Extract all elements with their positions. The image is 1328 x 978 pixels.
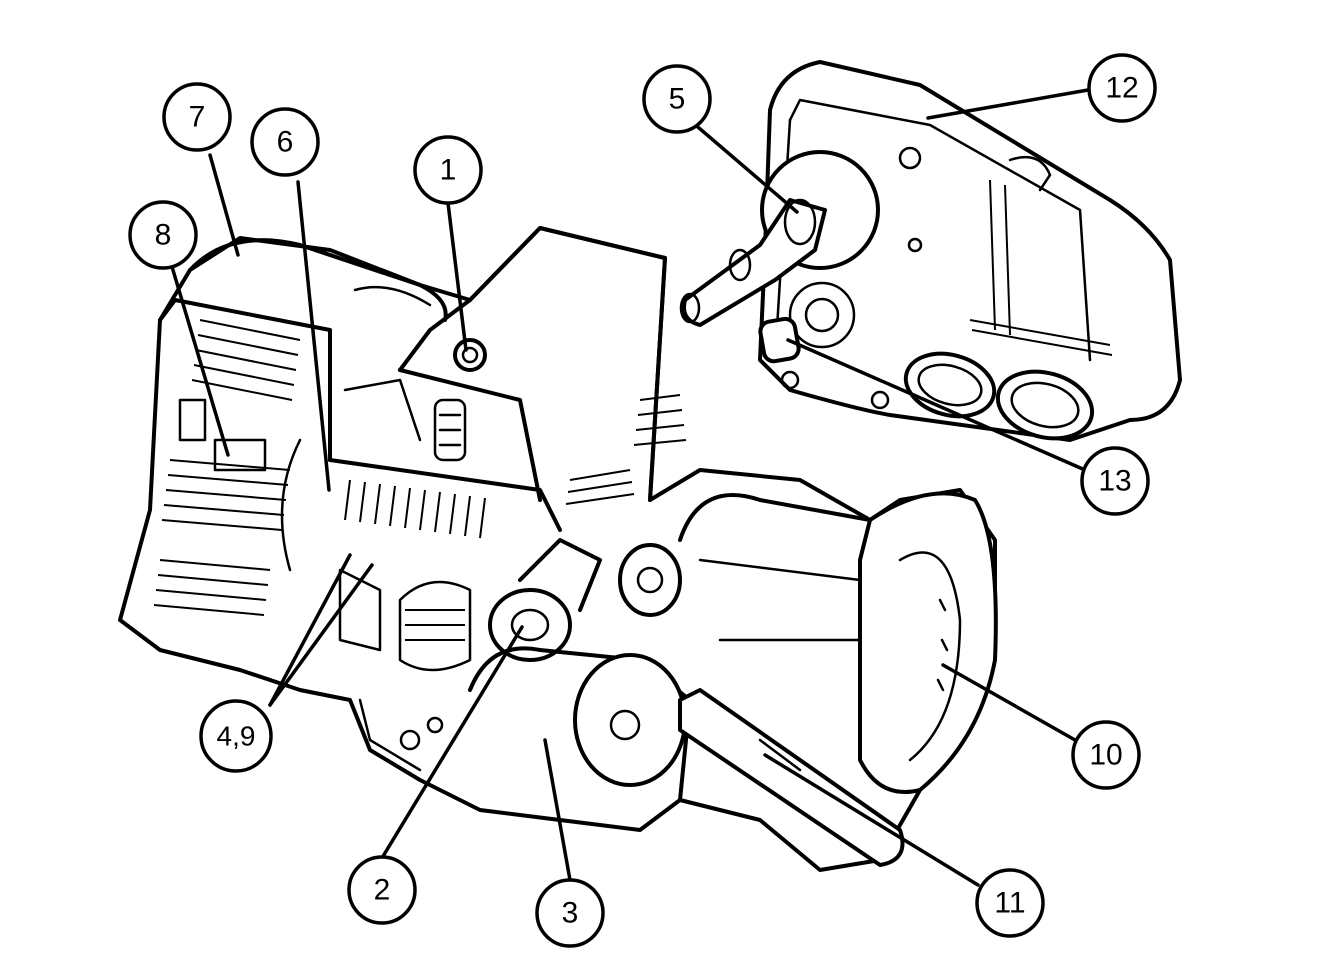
leader-3: [543, 738, 572, 882]
leader-11: [763, 753, 980, 887]
callout-7: 7: [162, 82, 232, 152]
callout-6: 6: [250, 107, 320, 177]
leader-12: [926, 88, 1090, 120]
shaft: [679, 198, 827, 327]
callout-11-label: 11: [994, 887, 1025, 920]
callout-6-label: 6: [277, 126, 294, 159]
callout-4-9: 4,9: [199, 699, 273, 773]
callout-10: 10: [1071, 720, 1141, 790]
motor-housing: [158, 238, 448, 572]
output-flange: [618, 491, 998, 794]
leader-lines: [168, 88, 1090, 887]
callout-8-label: 8: [155, 219, 172, 252]
callout-1-label: 1: [440, 154, 457, 187]
callout-3-label: 3: [562, 897, 579, 930]
callout-12-label: 12: [1105, 72, 1138, 105]
callout-8: 8: [128, 200, 198, 270]
locating-pin: [758, 316, 801, 364]
callout-5: 5: [642, 64, 712, 134]
callout-7-label: 7: [189, 101, 206, 134]
leader-13: [786, 338, 1087, 472]
leader-2: [380, 625, 524, 860]
callout-13-label: 13: [1098, 465, 1131, 498]
cooling-fins: [153, 319, 301, 616]
callout-4-9-label: 4,9: [217, 721, 256, 752]
callout-11: 11: [975, 868, 1045, 938]
callout-12: 12: [1087, 53, 1157, 123]
callout-3: 3: [535, 878, 605, 948]
callout-10-label: 10: [1089, 739, 1122, 772]
leader-49b: [268, 563, 374, 707]
leader-49a: [268, 553, 352, 707]
leader-1: [446, 201, 468, 352]
leader-10: [941, 663, 1077, 742]
valve-block: [343, 226, 667, 502]
leader-6: [296, 180, 331, 492]
gear-pump: [338, 538, 602, 672]
callout-2: 2: [347, 855, 417, 925]
lever-arm: [678, 688, 905, 867]
callout-2-label: 2: [374, 874, 391, 907]
callout-1: 1: [413, 135, 483, 205]
spring-assembly: [328, 394, 687, 539]
leader-8: [168, 258, 230, 457]
leader-7: [208, 153, 240, 257]
callout-5-label: 5: [669, 83, 686, 116]
callout-13: 13: [1080, 446, 1150, 516]
leader-5: [690, 120, 799, 214]
